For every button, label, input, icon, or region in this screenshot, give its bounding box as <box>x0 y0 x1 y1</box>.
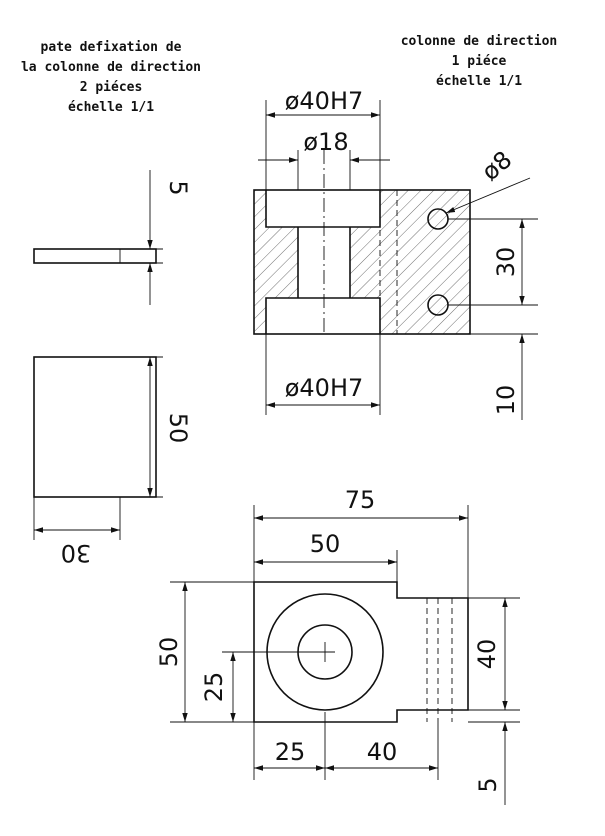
right-title-line-2: 1 piéce <box>451 54 507 69</box>
shaft-label: ø18 <box>303 128 348 156</box>
plate-width-label: 30 <box>61 539 92 567</box>
plate-front-view: 50 30 <box>33 356 192 567</box>
right-title-line-1: colonne de direction <box>400 34 558 49</box>
left-title-block: pate defixation de la colonne de directi… <box>8 38 214 118</box>
hole-label: ø8 <box>476 146 517 187</box>
bore-bottom-label: ø40H7 <box>285 374 364 402</box>
right-title-line-3: échelle 1/1 <box>435 74 523 89</box>
right-title-block: colonne de direction 1 piéce échelle 1/1 <box>384 32 574 92</box>
body-width-label: 50 <box>310 530 341 558</box>
center-x-label: 25 <box>275 738 306 766</box>
left-title-line-3: 2 piéces <box>79 80 143 95</box>
center-height-label: 25 <box>200 672 228 703</box>
spacing-label: 30 <box>492 247 520 278</box>
column-section-view: ø40H7 ø18 ø8 30 10 ø40H7 <box>253 87 538 420</box>
right-height-label: 40 <box>473 639 501 670</box>
bore-top-outline <box>265 190 381 228</box>
bore-top-label: ø40H7 <box>285 87 364 115</box>
plate-front-outline <box>33 356 157 498</box>
bore-bottom-cutout <box>266 298 380 334</box>
shaft-cutout <box>298 227 350 298</box>
plate-height-label: 50 <box>164 413 192 444</box>
height-label: 50 <box>155 637 183 668</box>
step-label: 5 <box>474 777 502 792</box>
hole-offset-label: 40 <box>367 738 398 766</box>
offset-label: 10 <box>492 385 520 416</box>
plate-side-view: 5 <box>33 170 192 305</box>
left-title-line-1: pate defixation de <box>40 40 182 55</box>
left-title-line-2: la colonne de direction <box>20 60 201 75</box>
hole-leader <box>445 177 531 214</box>
overall-width-label: 75 <box>345 486 376 514</box>
column-plan-view: 75 50 50 25 40 25 40 5 <box>155 486 520 805</box>
bore-top-cutout <box>266 190 380 227</box>
plate-side-outline <box>33 248 157 264</box>
section-outline <box>253 189 471 335</box>
left-title-line-4: échelle 1/1 <box>67 100 155 115</box>
plate-thickness-label: 5 <box>164 180 192 195</box>
